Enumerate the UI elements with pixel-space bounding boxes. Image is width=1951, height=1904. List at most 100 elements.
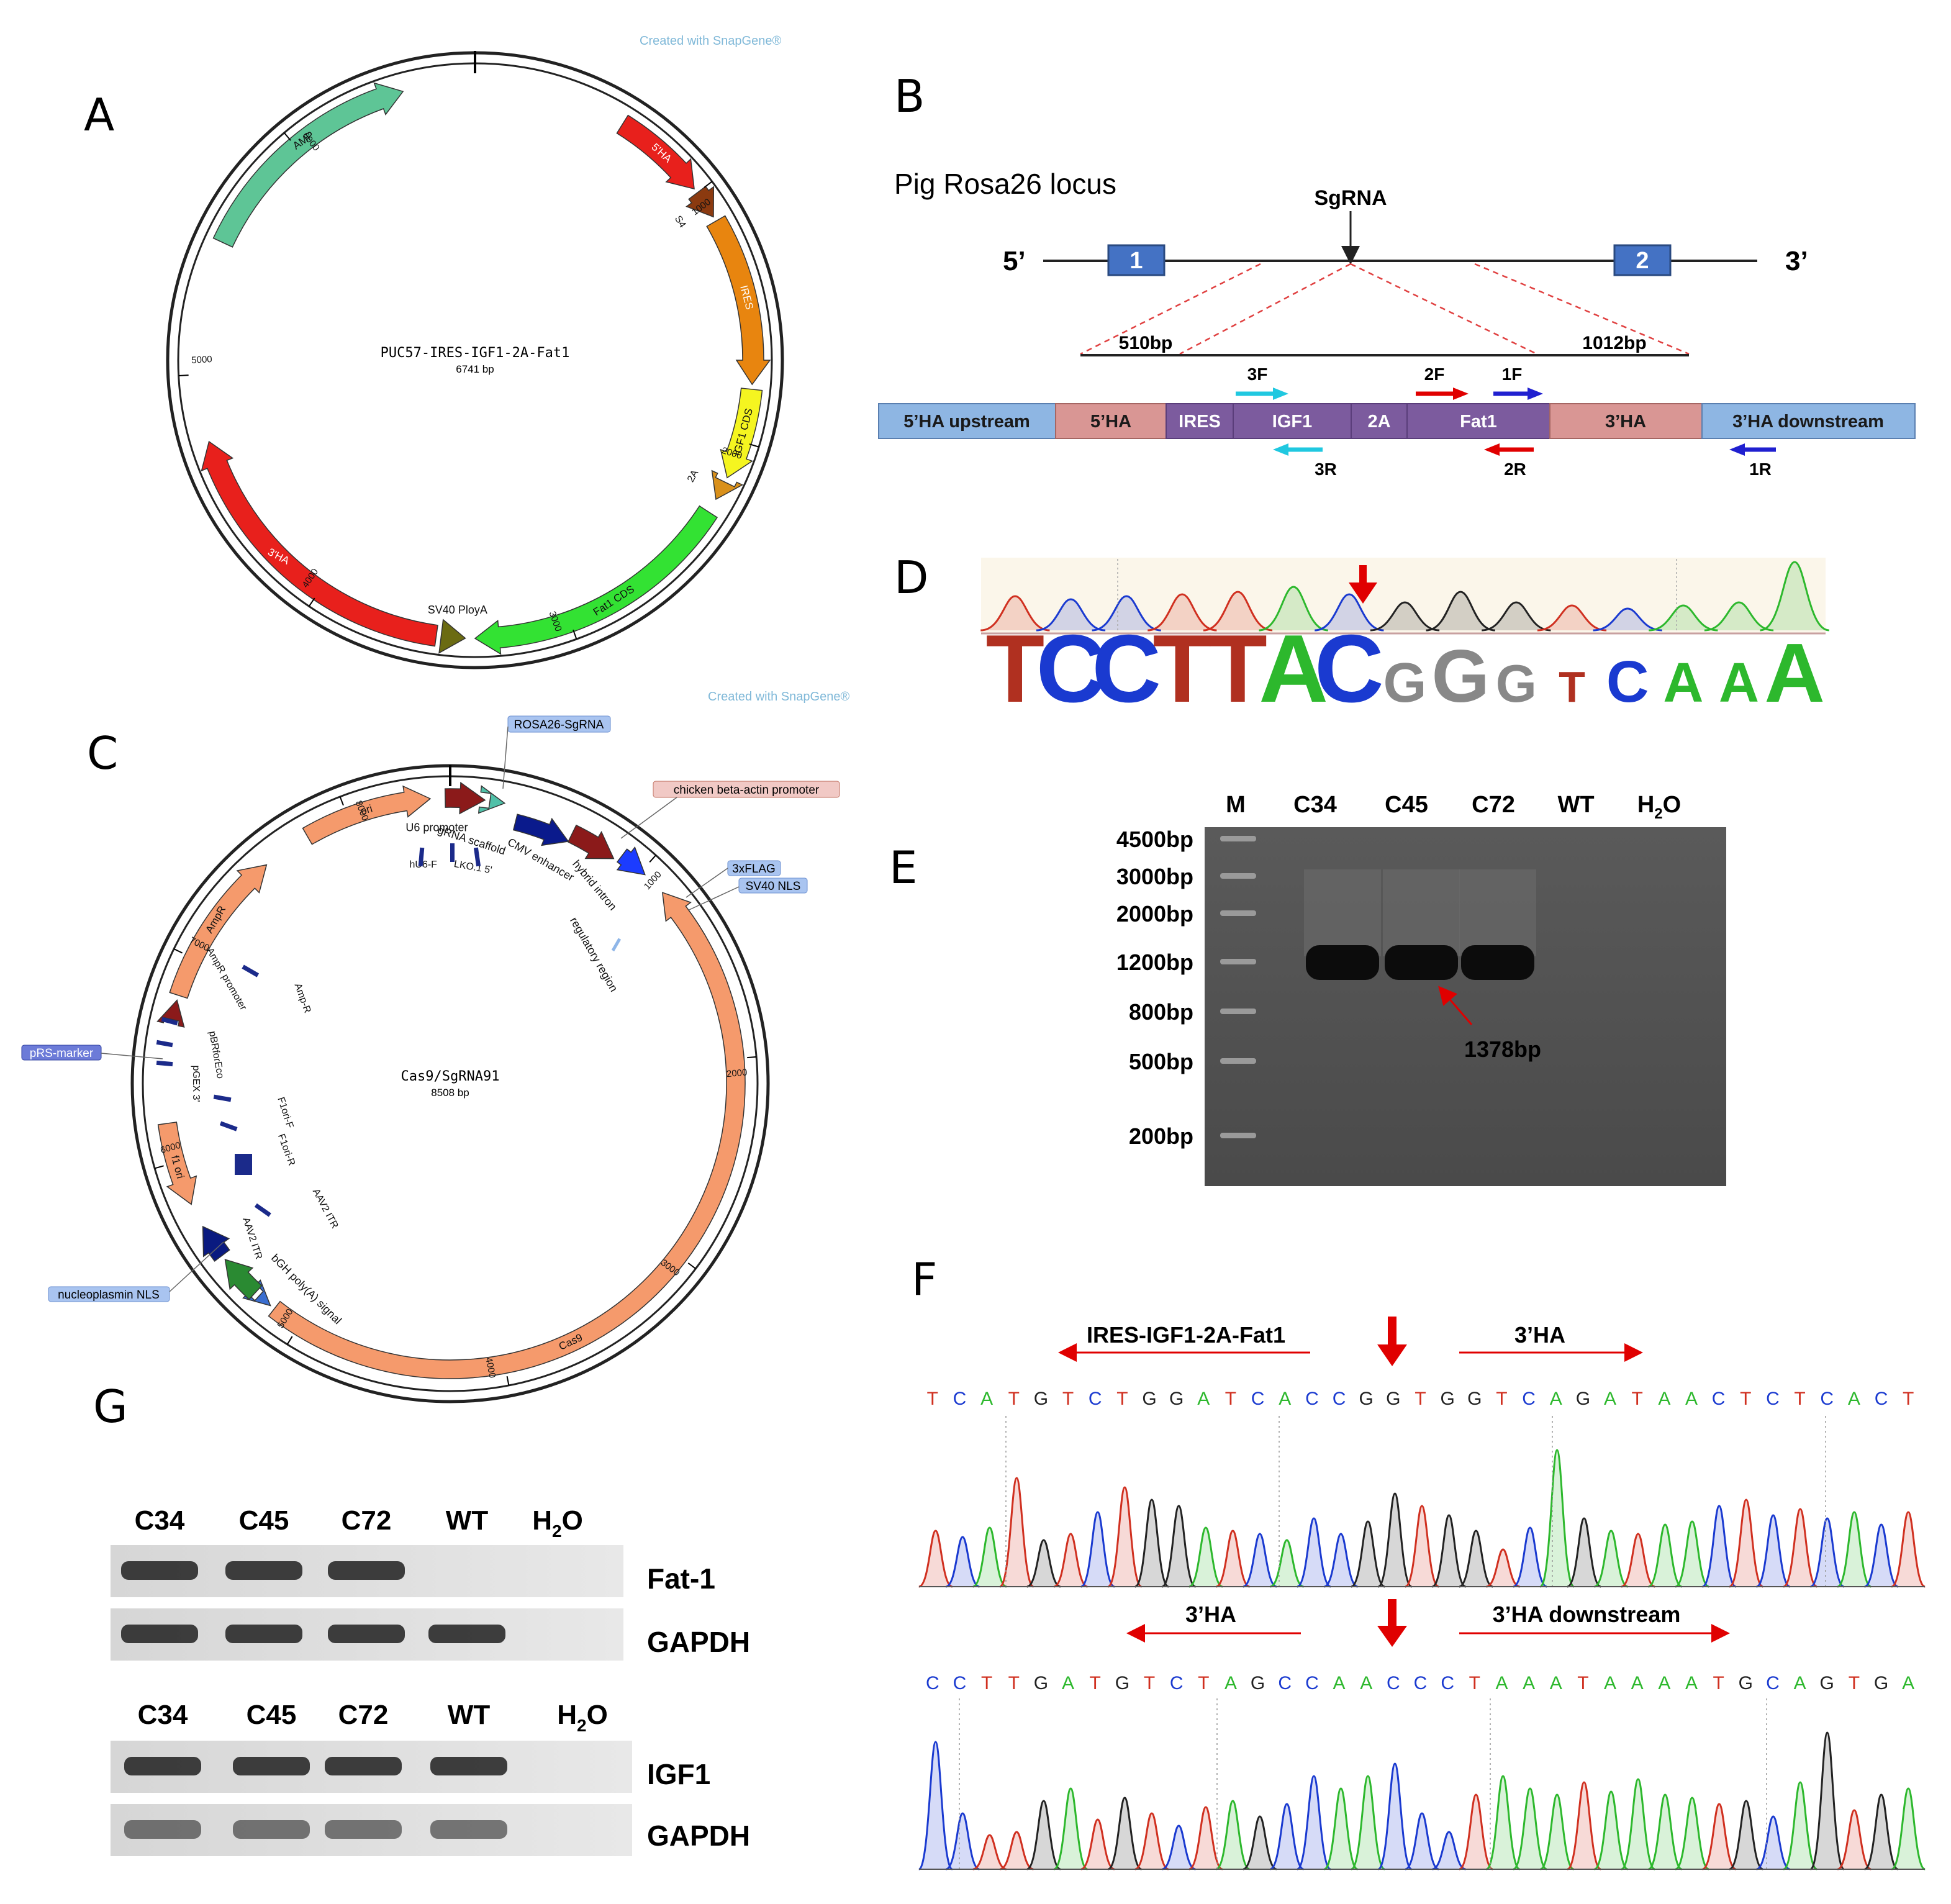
f1-base-3: T xyxy=(1008,1389,1020,1409)
len-510: 510bp xyxy=(1119,333,1173,353)
sub: 2 xyxy=(1654,805,1662,822)
gel-g-band-gapdh2-1 xyxy=(233,1820,310,1839)
chromatogram-d-background xyxy=(981,558,1826,633)
plasmid-c-name: Cas9/SgRNA91 xyxy=(401,1069,500,1084)
label-ampr2: Amp-R xyxy=(292,982,313,1015)
d-peak-3 xyxy=(1148,593,1217,632)
label-f1orir: F1ori-R xyxy=(276,1133,297,1167)
f1-base-9: G xyxy=(1169,1389,1184,1409)
feature-2a xyxy=(711,469,744,501)
f2-base-20: T xyxy=(1469,1673,1480,1693)
f1-base-10: A xyxy=(1197,1389,1210,1409)
band-arrow-e xyxy=(1438,986,1473,1025)
seq-d-base-3: T xyxy=(1152,615,1211,722)
f1-peak-32 xyxy=(1783,1508,1817,1588)
f1-base-29: C xyxy=(1712,1389,1726,1409)
f2-base-25: A xyxy=(1604,1673,1616,1693)
box-rosa xyxy=(507,715,611,733)
f1-peak-15 xyxy=(1323,1533,1359,1588)
ladder-label-6: 200bp xyxy=(1129,1123,1193,1149)
gel-g-band-gapdh1-0 xyxy=(121,1625,198,1643)
d-peak-12 xyxy=(1649,604,1718,632)
gel-e-lane-3: C72 xyxy=(1472,792,1515,818)
gel-g-band-fat1-1 xyxy=(225,1561,302,1580)
f1-base-14: C xyxy=(1305,1389,1319,1409)
gel-g-band-igf1-3 xyxy=(430,1757,507,1775)
primer-2r-label: 2R xyxy=(1504,460,1526,479)
gel-g-band-gapdh1-1 xyxy=(225,1625,302,1643)
panel-label-a: A xyxy=(84,89,114,141)
f2-peak-12 xyxy=(1243,1815,1277,1870)
f2-base-26: A xyxy=(1631,1673,1644,1693)
f2-base-1: C xyxy=(953,1673,967,1693)
panel-label-f: F xyxy=(912,1253,937,1305)
sub: 2 xyxy=(552,1521,562,1541)
tick-1000 xyxy=(649,855,656,863)
primer-3f-label: 3F xyxy=(1247,365,1268,384)
panel-label-d: D xyxy=(894,551,928,604)
f2-peak-20 xyxy=(1459,1793,1493,1870)
f2-base-21: A xyxy=(1495,1673,1508,1693)
f2-base-30: G xyxy=(1739,1673,1753,1693)
seg-2a xyxy=(1351,403,1408,439)
g2-lane-4: H2O xyxy=(557,1700,608,1735)
f1-peak-33 xyxy=(1810,1517,1845,1588)
f1-base-12: C xyxy=(1251,1389,1265,1409)
f2-base-14: C xyxy=(1305,1673,1319,1693)
label-cmv: CMV enhancer xyxy=(505,835,576,883)
band-c34 xyxy=(1306,945,1379,980)
f2-peak-6 xyxy=(1080,1818,1115,1870)
f1-peak-2 xyxy=(972,1526,1007,1588)
seg-3ha xyxy=(1549,403,1703,439)
f2-base-33: G xyxy=(1820,1673,1834,1693)
f1-base-2: A xyxy=(980,1389,993,1409)
label-u6: U6 promoter xyxy=(405,821,468,833)
feature-s4 xyxy=(686,186,715,218)
f1-peak-36 xyxy=(1891,1511,1926,1588)
feature-f1ori xyxy=(157,1122,197,1205)
exon-1-label: 1 xyxy=(1129,248,1143,274)
ladder-band-1 xyxy=(1220,873,1256,879)
f2-peak-14 xyxy=(1297,1775,1331,1870)
feature-aav xyxy=(202,1225,230,1262)
f2-base-34: T xyxy=(1849,1673,1860,1693)
f1-peak-8 xyxy=(1134,1498,1169,1588)
f2-peak-5 xyxy=(1053,1787,1089,1870)
label-amprp: AmpR promoter xyxy=(204,946,249,1013)
label-aav1: AAV2 ITR xyxy=(240,1216,264,1261)
f1-peak-26 xyxy=(1621,1533,1655,1588)
ladder-band-6 xyxy=(1220,1133,1256,1138)
tick-label-5000: 5000 xyxy=(191,354,212,366)
f2-peak-36 xyxy=(1891,1787,1926,1870)
tick-6000 xyxy=(283,132,291,141)
f1-peak-31 xyxy=(1755,1514,1791,1588)
f2-peak-0 xyxy=(918,1741,954,1870)
box-cba xyxy=(653,781,840,798)
f2-peak-33 xyxy=(1809,1731,1845,1870)
g2-lane-3: WT xyxy=(448,1700,491,1730)
f2-base-19: C xyxy=(1441,1673,1454,1693)
f1-peak-28 xyxy=(1675,1520,1709,1588)
seg-label-ires: IRES xyxy=(1179,412,1221,432)
row-label-fat1: Fat-1 xyxy=(647,1562,715,1595)
f1-peak-27 xyxy=(1647,1523,1683,1588)
label-f1orif: F1ori-F xyxy=(275,1096,295,1130)
gel-g-band-gapdh1-2 xyxy=(328,1625,405,1643)
f1-base-36: T xyxy=(1903,1389,1914,1409)
seq-d-base-2: C xyxy=(1092,615,1161,722)
gel-e-lane-5: H2O xyxy=(1637,792,1681,822)
f1-base-22: C xyxy=(1522,1389,1536,1409)
o: O xyxy=(587,1700,608,1730)
label-aav2: AAV2 ITR xyxy=(310,1187,340,1231)
f1-peak-11 xyxy=(1215,1530,1251,1588)
f1-base-27: A xyxy=(1658,1389,1670,1409)
ladder-label-4: 800bp xyxy=(1129,999,1193,1025)
plasmid-a-name: PUC57-IRES-IGF1-2A-Fat1 xyxy=(381,345,570,361)
f2-base-5: A xyxy=(1062,1673,1074,1693)
gel-g-band-igf1-1 xyxy=(233,1757,310,1775)
f2-peak-17 xyxy=(1377,1762,1413,1870)
gel-g-row-labels: Fat-1 GAPDH IGF1 GAPDH xyxy=(647,1562,750,1852)
ladder-label-1: 3000bp xyxy=(1116,864,1193,889)
feature-bgh xyxy=(224,1259,263,1300)
